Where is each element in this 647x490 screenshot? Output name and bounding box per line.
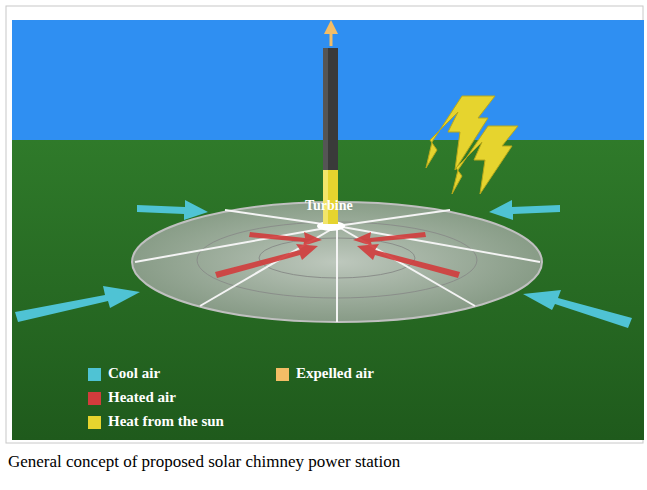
legend-swatch xyxy=(88,416,101,429)
figure-caption: General concept of proposed solar chimne… xyxy=(8,452,400,472)
legend-text: Heated air xyxy=(108,388,176,406)
legend-text: Cool air xyxy=(108,364,160,382)
legend-text: Expelled air xyxy=(296,364,374,382)
part-label: Turbine xyxy=(305,198,353,214)
legend-text: Heat from the sun xyxy=(108,412,224,430)
legend-swatch xyxy=(88,368,101,381)
legend-swatch xyxy=(88,392,101,405)
legend-swatch xyxy=(276,368,289,381)
